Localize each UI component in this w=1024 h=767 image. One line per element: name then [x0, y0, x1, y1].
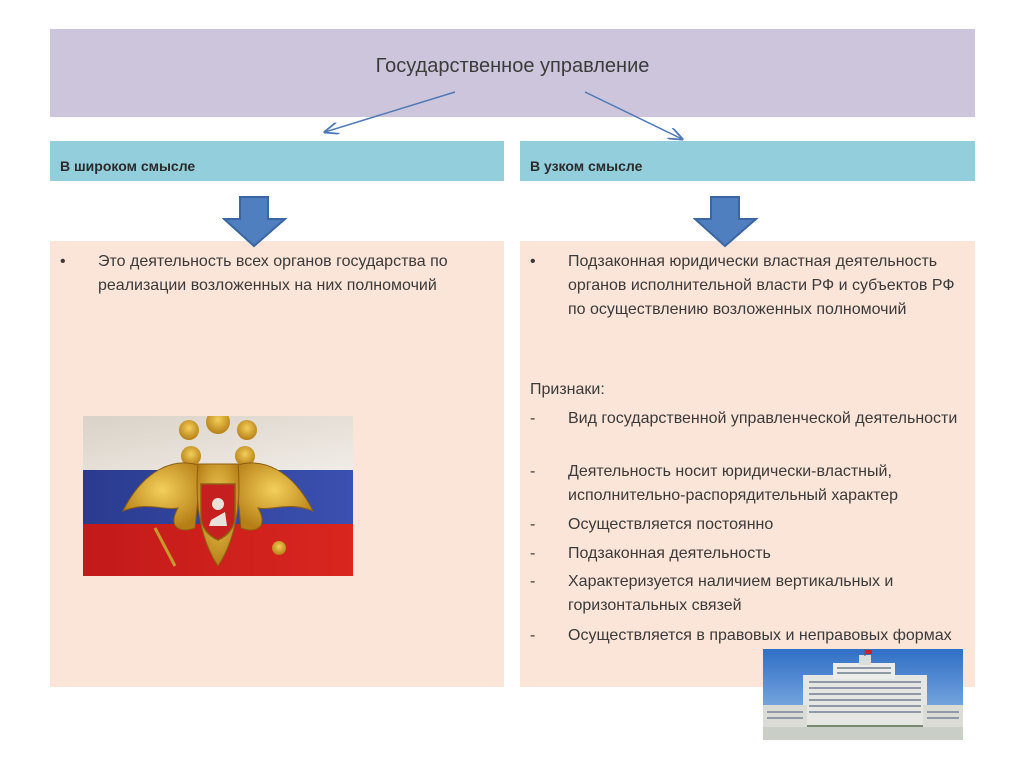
down-arrow-icon [693, 196, 759, 248]
narrow-definition-text: Подзаконная юридически властная деятельн… [568, 253, 955, 318]
sign-item: - Осуществляется в правовых и неправовых… [530, 627, 952, 644]
arrow-to-narrow [584, 91, 682, 139]
page-title: Государственное управление [375, 54, 650, 77]
russian-flag-coat-of-arms-image [83, 416, 353, 576]
government-building-image [763, 649, 963, 740]
narrow-sense-heading: В узком смысле [520, 141, 975, 181]
narrow-definition: • Подзаконная юридически властная деятел… [530, 250, 970, 322]
arrow-to-broad [325, 91, 456, 132]
sign-item: - Вид государственной управленческой дея… [530, 410, 958, 427]
narrow-sense-panel [520, 241, 975, 687]
page-title-banner: Государственное управление [50, 29, 975, 117]
bullet: • [530, 253, 536, 270]
sign-item: - Подзаконная деятельность [530, 545, 771, 562]
down-arrow-icon [222, 196, 288, 248]
signs-label: Признаки: [530, 381, 605, 398]
broad-definition-text: Это деятельность всех органов государств… [98, 253, 448, 294]
bullet: • [60, 253, 66, 270]
broad-definition: • Это деятельность всех органов государс… [60, 250, 500, 298]
broad-sense-heading: В широком смысле [50, 141, 504, 181]
sign-item: - Деятельность носит юридически-властный… [530, 463, 899, 504]
sign-item: - Осуществляется постоянно [530, 516, 774, 533]
sign-item: - Характеризуется наличием вертикальных … [530, 573, 894, 614]
